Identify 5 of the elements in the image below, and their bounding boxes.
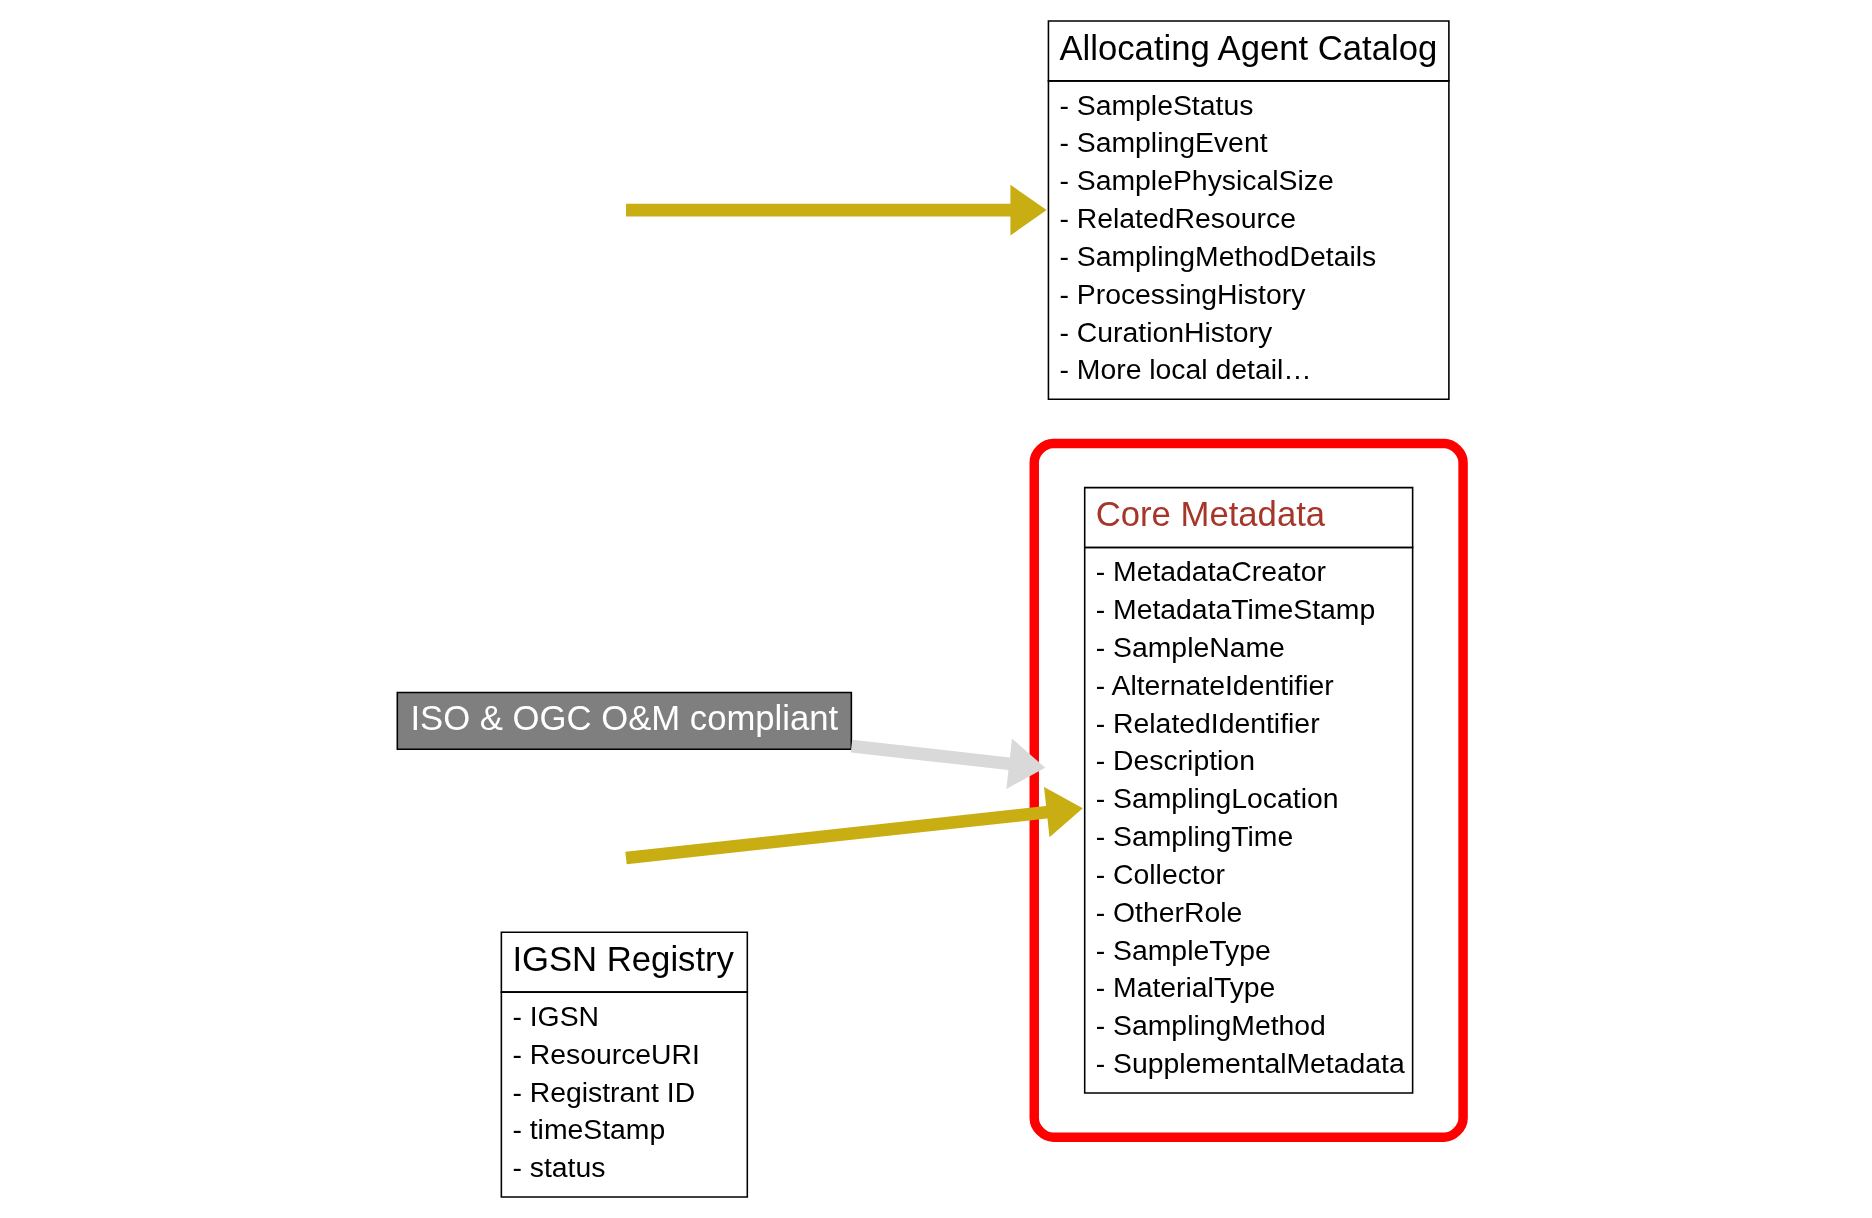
arrow — [850, 738, 1045, 789]
arrow — [624, 786, 1083, 865]
arrow — [625, 184, 1047, 236]
cluster — [1029, 438, 1468, 1142]
node-box: ISO & OGC O&M compliant — [396, 691, 852, 751]
